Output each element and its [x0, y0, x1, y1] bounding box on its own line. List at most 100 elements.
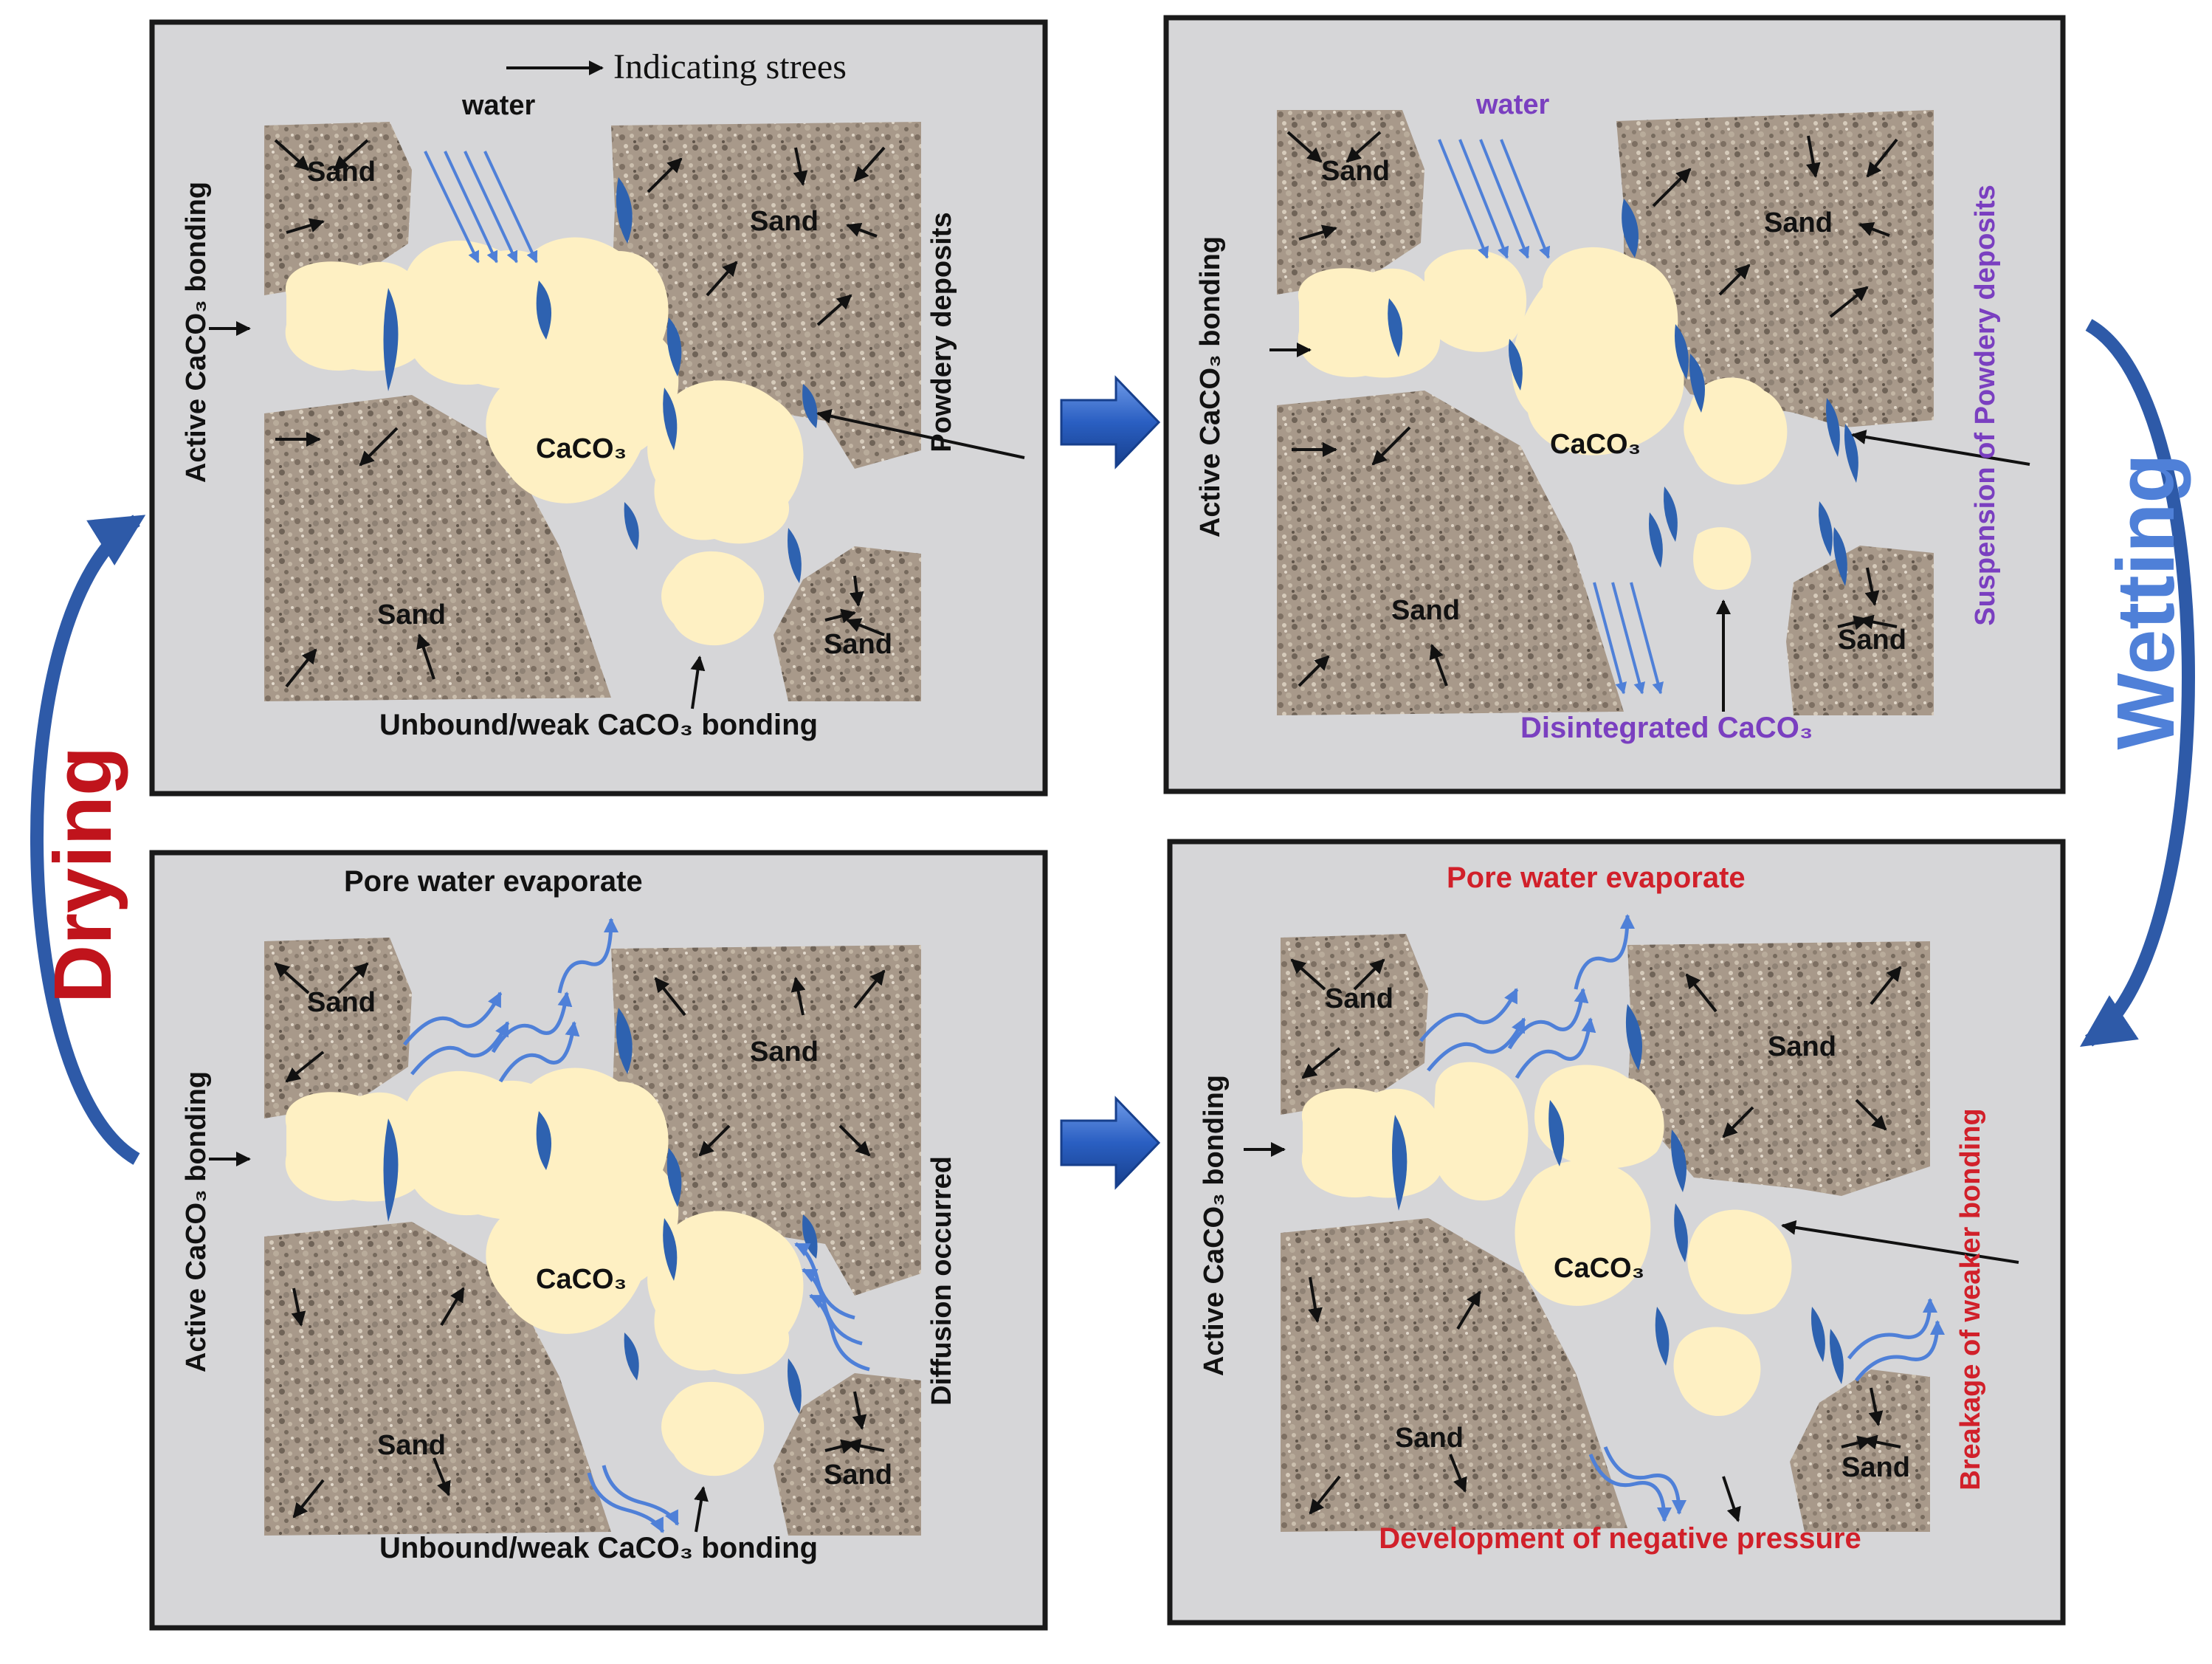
powdery-deposit	[383, 1118, 399, 1222]
sand-label: Sand	[307, 157, 376, 188]
water-arrow	[1611, 582, 1646, 695]
water-arrow	[1458, 139, 1509, 259]
sand-label: Sand	[1391, 595, 1460, 626]
stress-arrow	[853, 146, 886, 182]
stress-arrow	[816, 294, 852, 326]
panel-bottom-right: Pore water evaporate Sand Sand Sand Sand…	[1167, 839, 2066, 1626]
stress-arrow	[1290, 958, 1326, 991]
water-label: water	[461, 90, 535, 121]
evaporation-arrow	[491, 991, 573, 1053]
stress-arrow	[793, 147, 808, 186]
active-bonding-label: Active CaCO₃ bonding	[1195, 236, 1226, 537]
caco3-cluster	[647, 1211, 804, 1375]
stress-arrow	[1685, 973, 1717, 1013]
powdery-deposit	[1655, 1307, 1670, 1366]
unbound-bonding-label: Unbound/weak CaCO₃ bonding	[379, 1532, 818, 1564]
caco3-cluster	[647, 380, 804, 544]
water-arrow	[464, 151, 518, 264]
powdery-deposit	[1830, 1329, 1844, 1384]
powdery-deposit	[1674, 1203, 1688, 1262]
powdery-deposit	[1811, 1307, 1825, 1362]
sand-label: Sand	[307, 987, 376, 1018]
stress-arrow	[654, 977, 686, 1017]
evaporation-arrow	[1515, 1017, 1596, 1079]
water-arrow	[1479, 139, 1530, 259]
caco3-cluster	[1687, 1209, 1792, 1315]
sand-grain	[1281, 1218, 1627, 1532]
active-bonding-label: Active CaCO₃ bonding	[181, 182, 212, 483]
water-arrow	[424, 151, 480, 264]
stress-arrow	[1841, 1435, 1872, 1451]
stress-arrow	[1429, 644, 1448, 687]
evaporation-arrow	[1507, 988, 1589, 1050]
stress-arrow	[824, 608, 856, 624]
stress-arrow	[838, 1124, 871, 1157]
stress-arrow	[1805, 135, 1821, 178]
stress-arrow	[286, 218, 325, 234]
caco3-cluster	[661, 551, 765, 646]
water-arrow	[444, 151, 498, 264]
evaporate-label: Pore water evaporate	[1447, 862, 1746, 894]
sand-grain	[611, 945, 921, 1296]
powdery-deposit	[802, 1214, 818, 1259]
water-arrow	[483, 151, 538, 264]
sand-label: Sand	[750, 206, 819, 237]
stress-arrow	[1837, 615, 1869, 630]
caco3-label: CaCO₃	[536, 1264, 627, 1295]
sand-grain	[1786, 546, 1934, 715]
transition-arrow-bottom	[1060, 1096, 1161, 1190]
powdery-deposit	[1392, 1115, 1408, 1211]
caco3-label: CaCO₃	[1550, 429, 1641, 460]
powdery-deposit	[1649, 512, 1663, 568]
powdery-deposit	[1833, 527, 1847, 586]
powdery-deposit	[1625, 1004, 1642, 1070]
transition-arrow-top	[1060, 375, 1161, 470]
sand-grain	[264, 1222, 611, 1536]
stress-arrow	[440, 1287, 465, 1327]
sand-label: Sand	[1764, 207, 1833, 238]
stress-arrow	[1309, 1475, 1341, 1515]
powdery-deposit	[1844, 424, 1858, 483]
stress-arrow	[1652, 168, 1692, 207]
stress-arrow	[698, 1124, 731, 1157]
stress-arrow	[1858, 221, 1890, 237]
stress-arrow	[285, 1051, 325, 1083]
pore-scene	[1244, 914, 2019, 1532]
sand-label: Sand	[1395, 1423, 1464, 1454]
powdery-deposit	[802, 384, 818, 428]
legend-label: Indicating strees	[613, 47, 847, 86]
water-arrow	[1438, 139, 1489, 259]
caco3-cluster	[1515, 1160, 1651, 1306]
caco3-cluster	[1432, 1062, 1529, 1201]
water-arrow	[1500, 139, 1551, 259]
diffusion-arrow	[602, 1465, 680, 1526]
sand-label: Sand	[377, 599, 446, 630]
stress-arrow	[1864, 567, 1880, 606]
pore-scene	[209, 122, 1025, 709]
stress-arrow	[846, 222, 878, 238]
drying-cycle-arrow	[30, 515, 146, 1165]
stress-arrow	[1298, 655, 1330, 687]
stress-arrow	[824, 1439, 856, 1454]
water-arrow	[1593, 582, 1627, 695]
stress-arrow	[1866, 138, 1898, 178]
pore-scene	[1269, 110, 2030, 715]
diffusion-arrow	[1603, 1446, 1686, 1515]
stress-arrow	[1855, 1099, 1887, 1131]
diffusion-arrow	[1847, 1298, 1937, 1360]
caco3-cluster	[1534, 1065, 1664, 1169]
stress-arrow	[1346, 131, 1382, 163]
stress-arrow	[333, 139, 369, 171]
evaporation-arrow	[410, 1021, 510, 1076]
drying-label: Drying	[38, 746, 128, 1003]
stress-arrow	[1298, 224, 1337, 241]
evaporation-arrow	[1574, 914, 1635, 990]
caco3-cluster	[661, 1381, 765, 1476]
stress-arrow	[852, 1391, 867, 1430]
stress-arrow	[790, 977, 806, 1016]
stress-arrow	[706, 261, 738, 297]
powdery-deposit	[1826, 398, 1840, 457]
water-label: water	[1475, 89, 1549, 120]
sand-grain	[1277, 391, 1624, 715]
